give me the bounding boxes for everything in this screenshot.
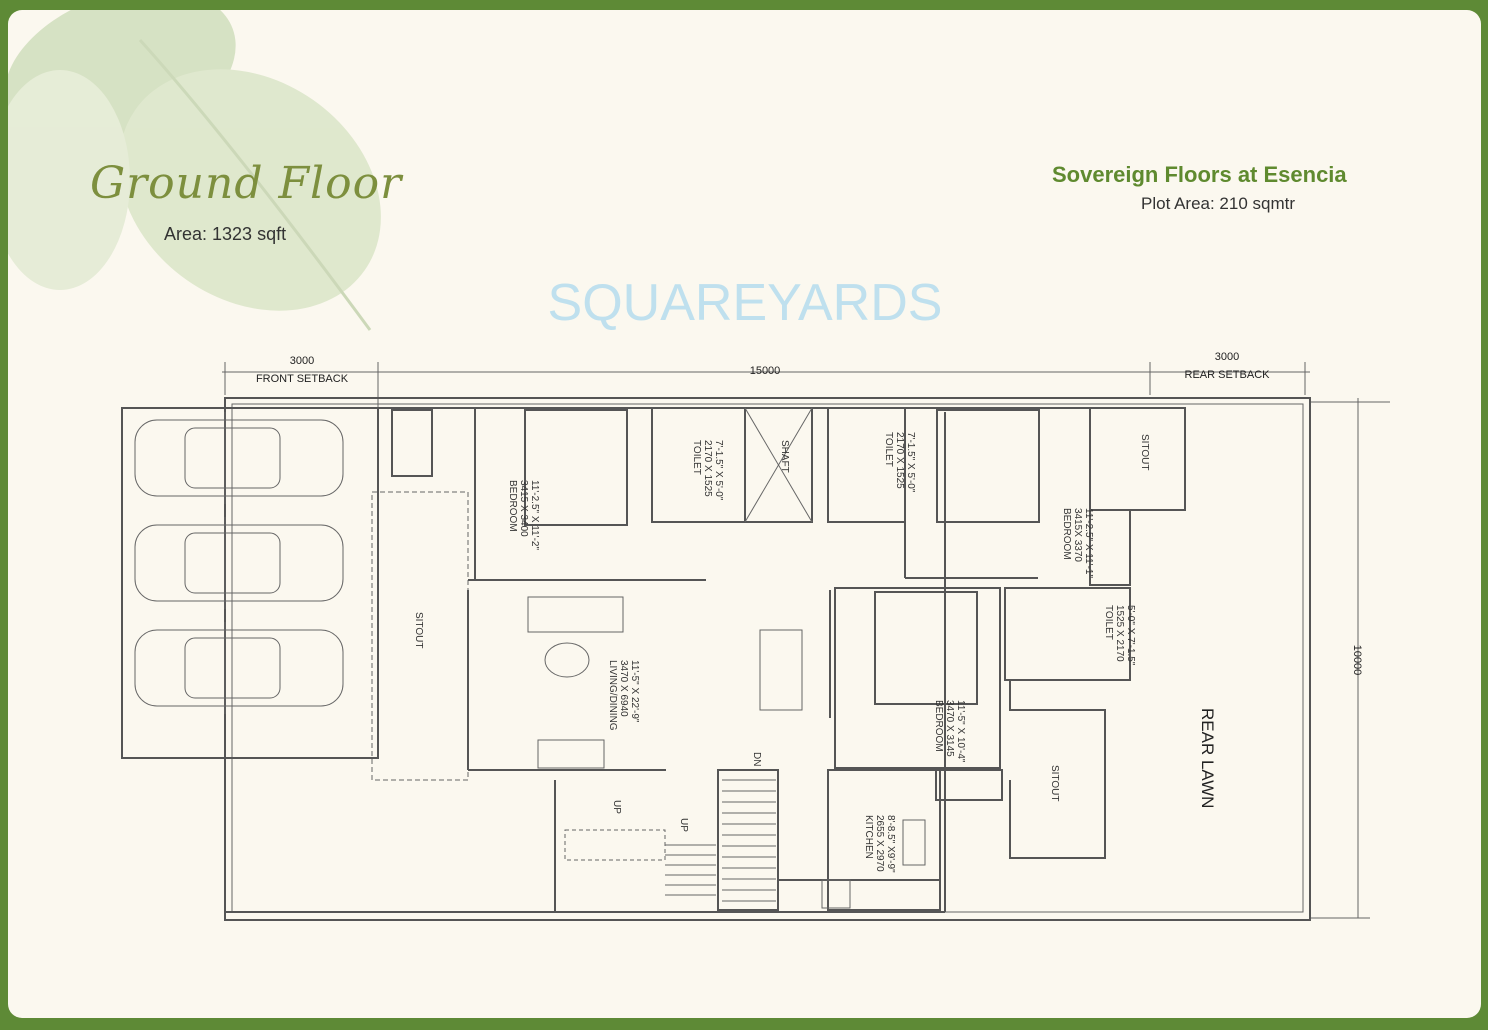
svg-text:LIVING/DINING3470 X 694011'-5": LIVING/DINING3470 X 694011'-5" X 22'-9" <box>607 660 640 731</box>
svg-text:BEDROOM3415X 337011'-2.5" X 11: BEDROOM3415X 337011'-2.5" X 11'-1" <box>1061 508 1094 578</box>
toilet2-metric: 2170 X 1525 <box>894 432 905 489</box>
dimension-lines: 3000 FRONT SETBACK 15000 3000 REAR SETBA… <box>222 351 1390 919</box>
floor-title: Ground Floor <box>90 158 403 209</box>
furniture <box>527 596 926 909</box>
toilet3-metric: 1525 X 2170 <box>1114 605 1125 662</box>
beds <box>524 409 1040 705</box>
svg-text:BEDROOM3470 X 314511'-5" X 10': BEDROOM3470 X 314511'-5" X 10'-4" <box>933 700 966 763</box>
watermark: SQUAREYARDS <box>548 274 943 332</box>
toilet3-imperial: 5'-0" X 7'-1.5" <box>1125 605 1136 666</box>
room-labels: BEDROOM3415 X 340011'-2.5" X 11'-2" TOIL… <box>413 432 1217 873</box>
sitout-top-label: SITOUT <box>1139 434 1150 470</box>
front-setback-value: 3000 <box>290 355 314 367</box>
kitchen-imperial: 8'-8.5" X9'-9" <box>885 815 896 873</box>
floor-plan: SQUAREYARDS 3000 FRONT SETBACK 15000 300… <box>8 10 1390 921</box>
overall-length: 15000 <box>750 365 781 377</box>
bedroom3-metric: 3470 X 3145 <box>944 700 955 757</box>
toilet2-name: TOILET <box>883 432 894 467</box>
project-name: Sovereign Floors at Esencia <box>1052 162 1347 187</box>
svg-text:TOILET2170 X 15257'-1.5" X 5'-: TOILET2170 X 15257'-1.5" X 5'-0" <box>883 432 916 493</box>
bedroom2-imperial: 11'-2.5" X 11'-1" <box>1083 508 1094 578</box>
rear-setback-label: REAR SETBACK <box>1185 369 1271 381</box>
toilet1-imperial: 7'-1.5" X 5'-0" <box>713 440 724 501</box>
svg-text:BEDROOM3415 X 340011'-2.5" X 1: BEDROOM3415 X 340011'-2.5" X 11'-2" <box>507 480 540 550</box>
toilet1-name: TOILET <box>691 440 702 475</box>
bedroom2-metric: 3415X 3370 <box>1072 508 1083 562</box>
rear-setback-value: 3000 <box>1215 351 1239 363</box>
svg-text:TOILET2170 X 15257'-1.5" X 5'-: TOILET2170 X 15257'-1.5" X 5'-0" <box>691 440 724 501</box>
floor-area: Area: 1323 sqft <box>164 224 287 244</box>
bedroom1-name: BEDROOM <box>507 480 518 532</box>
stairs-down-label: DN <box>751 752 762 766</box>
bedroom3-imperial: 11'-5" X 10'-4" <box>955 700 966 763</box>
toilet1-metric: 2170 X 1525 <box>702 440 713 497</box>
svg-text:KITCHEN2655 X 29708'-8.5" X9'-: KITCHEN2655 X 29708'-8.5" X9'-9" <box>863 815 896 873</box>
bedroom1-imperial: 11'-2.5" X 11'-2" <box>529 480 540 550</box>
toilet2-imperial: 7'-1.5" X 5'-0" <box>905 432 916 493</box>
plot-area: Plot Area: 210 sqmtr <box>1141 194 1296 213</box>
sitout-left-label: SITOUT <box>413 612 424 648</box>
bedroom2-name: BEDROOM <box>1061 508 1072 560</box>
leaf-decoration <box>8 10 381 331</box>
staircase <box>665 779 776 902</box>
living-imperial: 11'-5" X 22'-9" <box>629 660 640 723</box>
bedroom1-metric: 3415 X 3400 <box>518 480 529 537</box>
shaft-label: SHAFT <box>779 440 790 473</box>
parking-cars <box>134 412 344 714</box>
svg-text:TOILET1525 X 21705'-0" X 7'-1.: TOILET1525 X 21705'-0" X 7'-1.5" <box>1103 605 1136 666</box>
stairs-up-label-1: UP <box>611 800 622 814</box>
rear-lawn-label: REAR LAWN <box>1198 708 1217 808</box>
brochure-sheet: SQUAREYARDS 3000 FRONT SETBACK 15000 300… <box>8 10 1481 1018</box>
car-icon <box>134 622 344 714</box>
toilet3-name: TOILET <box>1103 605 1114 640</box>
car-icon <box>134 517 344 609</box>
overall-width: 10000 <box>1351 645 1363 676</box>
front-setback-label: FRONT SETBACK <box>256 373 349 385</box>
living-name: LIVING/DINING <box>607 660 618 731</box>
living-metric: 3470 X 6940 <box>618 660 629 717</box>
bedroom3-name: BEDROOM <box>933 700 944 752</box>
kitchen-name: KITCHEN <box>863 815 874 859</box>
car-icon <box>134 412 344 504</box>
sitout-right-label: SITOUT <box>1049 765 1060 801</box>
stairs-up-label-2: UP <box>678 818 689 832</box>
kitchen-metric: 2655 X 2970 <box>874 815 885 872</box>
